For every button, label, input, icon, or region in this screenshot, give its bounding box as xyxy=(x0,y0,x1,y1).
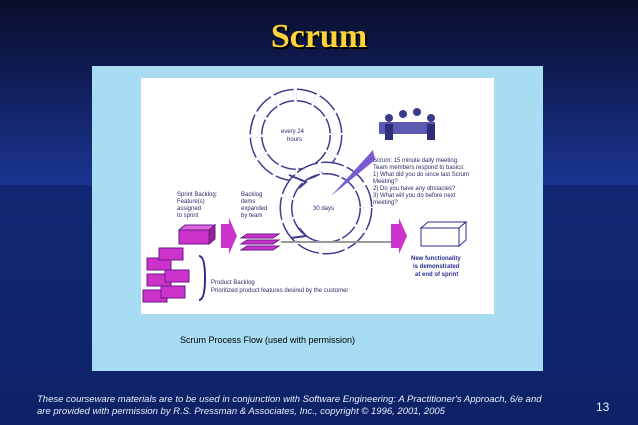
sprint-backlog-line-4: to sprint xyxy=(177,213,199,219)
team-meeting-icon xyxy=(379,108,435,140)
result-line-1: New functionality xyxy=(411,256,461,262)
meeting-line-1: Scrum: 15 minute daily meeting. xyxy=(373,158,459,164)
result-line-2: is demonstrated xyxy=(413,264,460,270)
footer-line-1: These courseware materials are to be use… xyxy=(37,394,542,405)
product-backlog-bracket xyxy=(198,255,207,301)
footer-text: These courseware materials are to be use… xyxy=(37,394,577,418)
result-arrow xyxy=(391,218,407,254)
product-backlog-title: Product Backlog xyxy=(211,280,255,286)
product-backlog-desc: Prioritized product features desired by … xyxy=(211,288,348,294)
footer-line-2: are provided with permission by R.S. Pre… xyxy=(37,406,445,417)
meeting-line-4: Meeting? xyxy=(373,179,398,185)
expanded-items-stack xyxy=(239,233,281,251)
result-box xyxy=(419,220,468,248)
meeting-line-6: 3) What will you do before next xyxy=(373,193,456,199)
daily-cycle-label-2: hours xyxy=(287,137,302,143)
product-backlog-stack xyxy=(142,247,190,303)
backlog-items-line-3: expanded xyxy=(241,206,267,212)
sprint-backlog-line-3: assigned xyxy=(177,206,201,212)
cycle-connector-arrow xyxy=(288,174,308,189)
sprint-cycle-label: 30 days xyxy=(313,206,334,212)
slide-title: Scrum xyxy=(270,18,368,55)
meeting-pointer xyxy=(331,150,375,196)
scrum-process-diagram: every 24 hours 30 days Scrum: 15 minute … xyxy=(141,78,494,314)
sprint-backlog-box xyxy=(177,223,217,246)
sprint-backlog-line-1: Sprint Backlog: xyxy=(177,192,218,198)
daily-cycle-label-1: every 24 xyxy=(281,129,305,135)
sprint-backlog-line-2: Feature(s) xyxy=(177,199,205,205)
result-line-3: at end of sprint xyxy=(415,272,458,278)
figure-caption: Scrum Process Flow (used with permission… xyxy=(180,335,356,345)
sprint-arrow xyxy=(221,218,237,254)
meeting-line-3: 1) What did you do since last Scrum xyxy=(373,172,469,178)
backlog-items-line-2: items xyxy=(241,199,255,205)
backlog-items-line-1: Backlog xyxy=(241,192,262,198)
backlog-items-line-4: by team xyxy=(241,213,262,219)
sprint-cycle-ring xyxy=(279,161,373,255)
page-number: 13 xyxy=(596,400,610,414)
meeting-line-7: meeting? xyxy=(373,200,398,206)
daily-cycle-ring xyxy=(249,88,343,182)
meeting-line-2: Team members respond to basics: xyxy=(373,165,465,171)
meeting-line-5: 2) Do you have any obstacles? xyxy=(373,186,456,192)
return-arrow xyxy=(290,227,308,239)
